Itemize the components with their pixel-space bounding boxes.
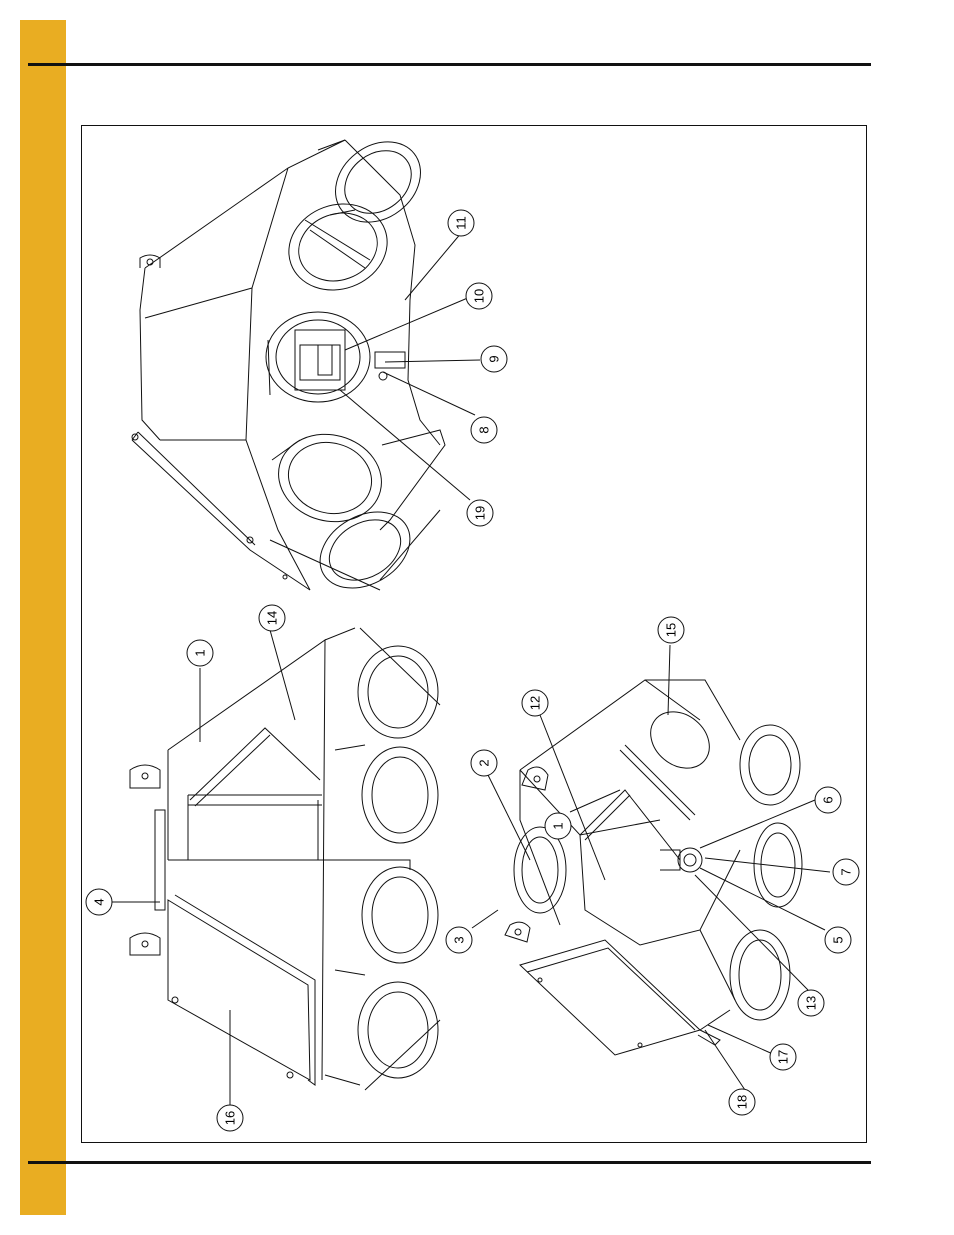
- callout-5: 5: [825, 927, 851, 953]
- callout-17: 17: [770, 1044, 796, 1070]
- callout-2: 2: [471, 750, 497, 776]
- left-assembly-view: [130, 628, 440, 1090]
- callout-label: 8: [477, 426, 492, 433]
- right-assembly-view: [505, 680, 802, 1055]
- callout-label: 18: [735, 1095, 750, 1109]
- callout-10: 10: [466, 283, 492, 309]
- callout-16: 16: [217, 1105, 243, 1131]
- callout-label: 9: [487, 355, 502, 362]
- callout-12: 12: [522, 690, 548, 716]
- callout-18: 18: [729, 1089, 755, 1115]
- callout-9: 9: [481, 346, 507, 372]
- callout-label: 14: [265, 611, 280, 625]
- callout-label: 13: [804, 996, 819, 1010]
- callout-label: 17: [776, 1050, 791, 1064]
- callout-label: 11: [454, 216, 469, 230]
- callout-label: 4: [92, 898, 107, 905]
- callout-label: 16: [223, 1111, 238, 1125]
- callout-6: 6: [815, 787, 841, 813]
- callout-1: 1: [545, 813, 571, 839]
- callout-label: 15: [664, 623, 679, 637]
- callout-8: 8: [471, 417, 497, 443]
- left-view-leaders: [110, 630, 295, 1115]
- callout-label: 6: [821, 796, 836, 803]
- callout-label: 19: [473, 506, 488, 520]
- callout-label: 12: [528, 696, 543, 710]
- callout-7: 7: [833, 859, 859, 885]
- callout-11: 11: [448, 210, 474, 236]
- callout-19: 19: [467, 500, 493, 526]
- callout-label: 10: [472, 289, 487, 303]
- callout-3: 3: [446, 927, 472, 953]
- callout-label: 2: [477, 759, 492, 766]
- callout-14: 14: [259, 605, 285, 631]
- callout-label: 7: [839, 868, 854, 875]
- callout-label: 3: [452, 936, 467, 943]
- callout-1: 1: [187, 640, 213, 666]
- callout-label: 5: [831, 936, 846, 943]
- callout-13: 13: [798, 990, 824, 1016]
- callout-4: 4: [86, 889, 112, 915]
- callout-label: 1: [193, 649, 208, 656]
- callout-15: 15: [658, 617, 684, 643]
- top-assembly-view: [132, 125, 445, 603]
- callout-label: 1: [551, 822, 566, 829]
